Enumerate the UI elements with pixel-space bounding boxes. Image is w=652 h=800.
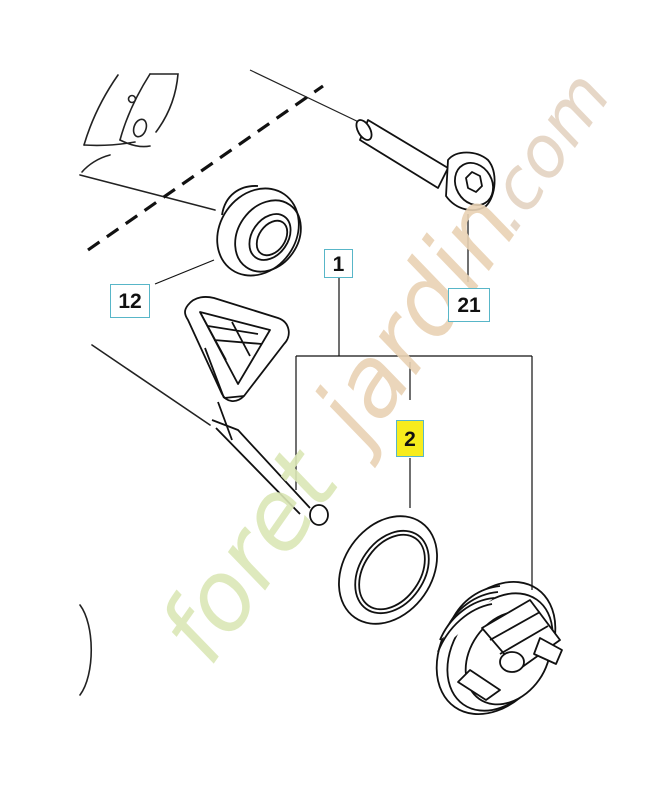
seal-ring-part [216,185,302,277]
fuel-filter-part [184,296,329,526]
callout-2: 2 [396,420,424,457]
housing-outline [79,73,216,696]
fuel-cap-part [435,581,563,715]
washer-part [338,515,438,625]
callout-21: 21 [448,288,490,322]
callout-1: 1 [324,249,353,278]
bolt-axis [249,69,366,126]
callout-12: 12 [110,284,150,318]
bolt-part [355,119,496,211]
leader-lines [154,214,533,590]
dashed-axis [87,84,324,252]
